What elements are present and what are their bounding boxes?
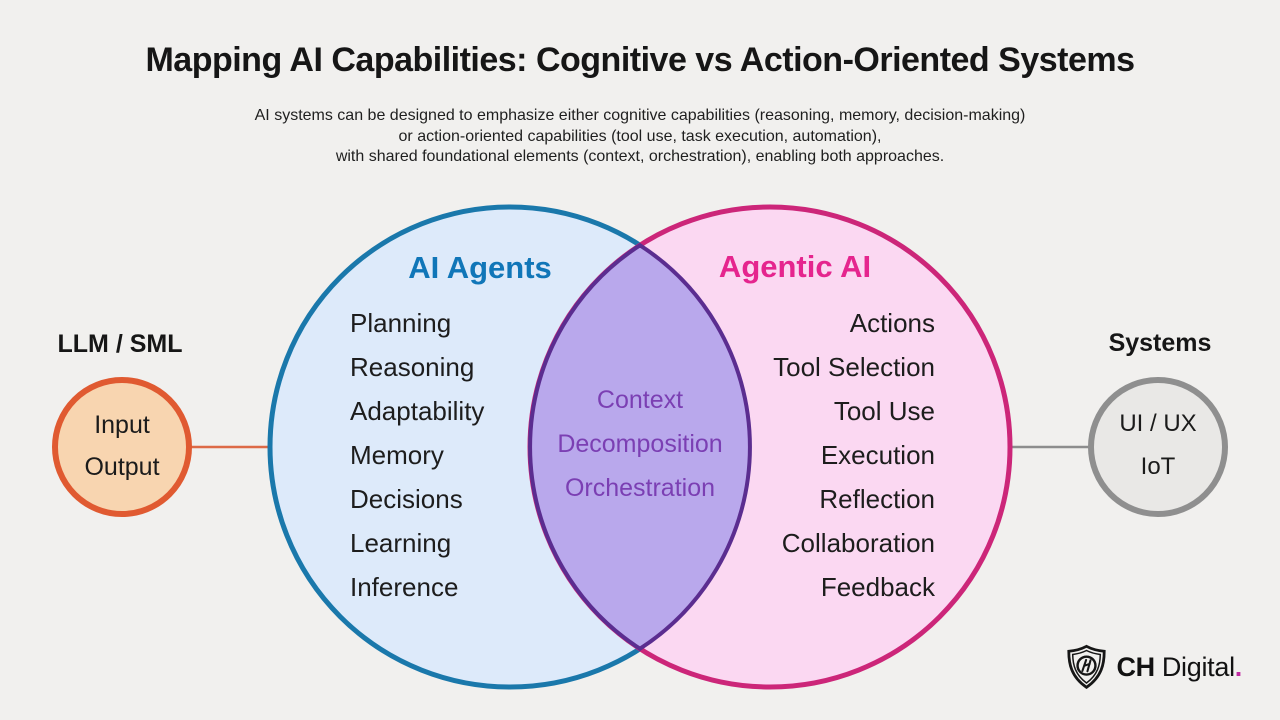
list-item: Feedback — [820, 572, 935, 602]
list-item: Reasoning — [350, 352, 475, 382]
agentic-ai-label: Agentic AI — [718, 249, 872, 284]
list-item: Reflection — [819, 484, 935, 514]
logo-text-bold: CH — [1116, 651, 1155, 682]
llm-sml-circle — [52, 377, 192, 517]
systems-label: Systems — [1108, 329, 1212, 357]
list-item: Execution — [820, 440, 935, 470]
logo-dot: . — [1234, 651, 1243, 682]
list-item: Inference — [350, 572, 459, 602]
subtitle-line: or action-oriented capabilities (tool us… — [398, 127, 882, 145]
list-item: Memory — [350, 440, 444, 470]
llm-sml-circle-text: Input Output — [84, 404, 159, 488]
list-item: Planning — [350, 308, 452, 338]
list-item: Adaptability — [350, 396, 485, 426]
list-item: Tool Use — [833, 396, 935, 426]
list-item: Orchestration — [564, 474, 716, 502]
list-item: Decomposition — [557, 430, 723, 458]
logo-text-regular: Digital — [1161, 651, 1235, 682]
subtitle-line: AI systems can be designed to emphasize … — [254, 107, 1026, 124]
node-line: IoT — [1140, 453, 1176, 480]
page-subtitle: AI systems can be designed to emphasize … — [0, 106, 1280, 168]
list-item: Learning — [350, 528, 452, 558]
node-line: UI / UX — [1119, 410, 1197, 437]
list-item: Tool Selection — [773, 352, 935, 382]
list-item: Context — [596, 386, 684, 414]
agentic-ai-list: Actions Tool Selection Tool Use Executio… — [773, 301, 935, 609]
list-item: Actions — [849, 308, 935, 338]
list-item: Decisions — [350, 484, 463, 514]
ai-agents-label: AI Agents — [408, 250, 552, 285]
node-line: Output — [84, 453, 160, 481]
node-line: Input — [94, 411, 150, 439]
overlap-lens — [528, 242, 752, 652]
systems-circle — [1088, 377, 1228, 517]
llm-sml-label: LLM / SML — [57, 330, 183, 358]
ch-digital-shield-icon — [1066, 644, 1107, 690]
subtitle-line: with shared foundational elements (conte… — [335, 148, 945, 165]
ai-agents-list: Planning Reasoning Adaptability Memory D… — [350, 301, 484, 609]
systems-circle-text: UI / UX IoT — [1119, 402, 1196, 488]
list-item: Collaboration — [781, 528, 935, 558]
overlap-list: Context Decomposition Orchestration — [557, 378, 722, 510]
page-title: Mapping AI Capabilities: Cognitive vs Ac… — [145, 41, 1135, 79]
